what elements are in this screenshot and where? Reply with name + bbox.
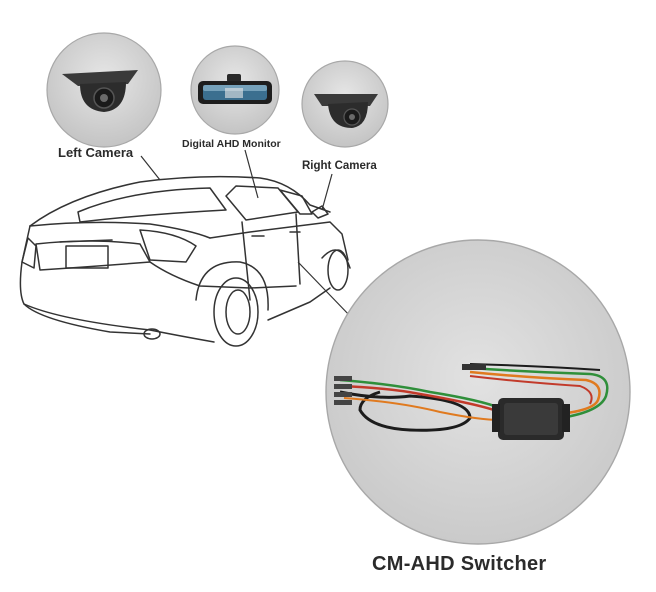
monitor-icon: [198, 74, 272, 104]
monitor-label: Digital AHD Monitor: [182, 138, 281, 150]
right-camera-icon: [314, 94, 378, 128]
left-camera-icon: [62, 70, 138, 112]
switcher-label: CM-AHD Switcher: [372, 553, 547, 575]
right-camera-label: Right Camera: [302, 160, 377, 172]
switcher-device-icon: [334, 363, 609, 440]
switcher-bubble: [325, 239, 631, 545]
left-camera-bubble: [46, 32, 162, 148]
right-camera-bubble: [301, 60, 389, 148]
leader-lines: [140, 149, 353, 319]
left-camera-label: Left Camera: [58, 145, 134, 160]
car-illustration: [19, 175, 351, 347]
monitor-bubble: [190, 45, 280, 135]
